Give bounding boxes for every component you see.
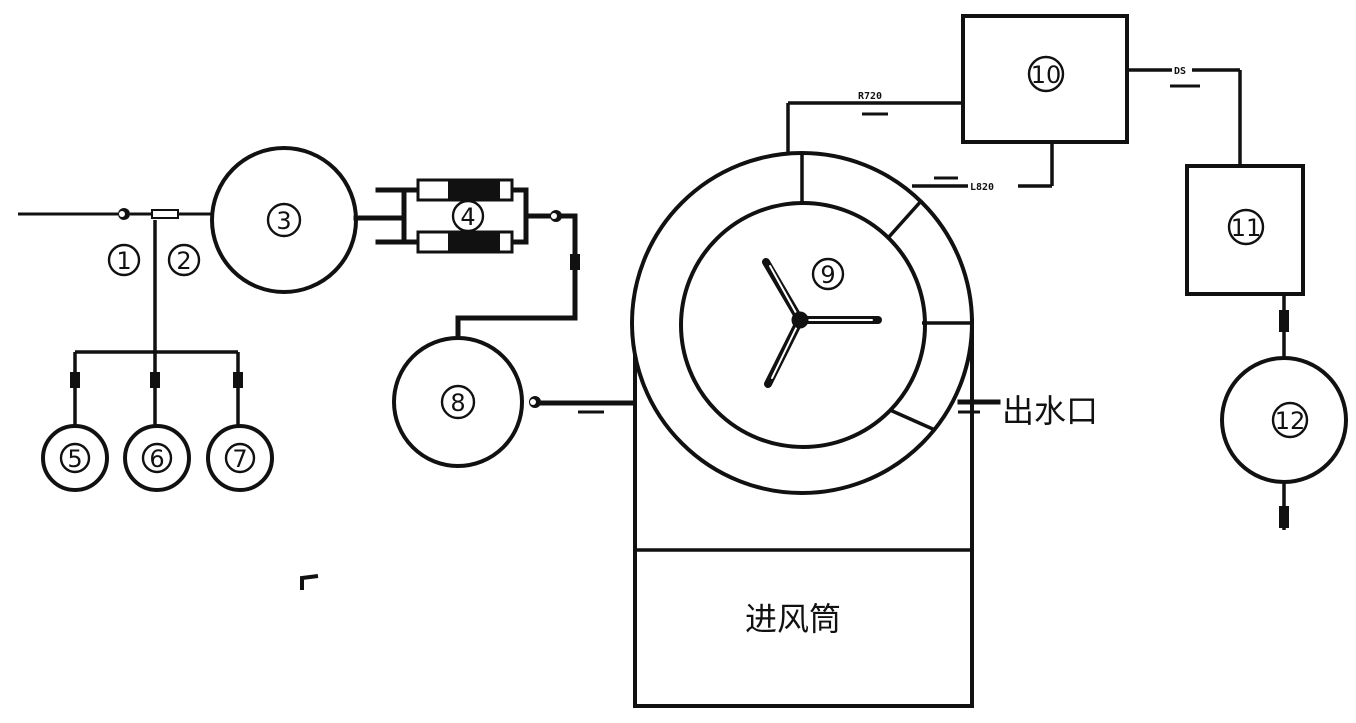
label-11: 11 (1231, 214, 1262, 242)
valve-7 (233, 372, 243, 388)
valve-5 (70, 372, 80, 388)
label-12: 12 (1275, 407, 1306, 435)
pipe-l820-label: L820 (970, 182, 994, 193)
label-8: 8 (450, 389, 465, 417)
tee-fitting (151, 209, 179, 219)
label-10: 10 (1031, 61, 1062, 89)
label-5: 5 (67, 445, 82, 473)
valve-12-in (1279, 310, 1289, 332)
label-9: 9 (820, 261, 835, 289)
label-6: 6 (149, 445, 164, 473)
water-outlet-label: 出水口 (1002, 392, 1098, 430)
pipe-ds-label: DS (1174, 66, 1186, 77)
air-inlet-duct-label: 进风筒 (745, 600, 841, 638)
fan-blades-icon (762, 258, 882, 388)
label-7: 7 (232, 445, 247, 473)
label-3: 3 (276, 207, 291, 235)
label-1: 1 (116, 247, 131, 275)
valve-6 (150, 372, 160, 388)
valve-12-out (1279, 506, 1289, 528)
pipe-r720-label: R720 (858, 91, 882, 102)
label-4: 4 (460, 203, 475, 231)
stray-mark (300, 574, 319, 590)
label-2: 2 (176, 247, 191, 275)
